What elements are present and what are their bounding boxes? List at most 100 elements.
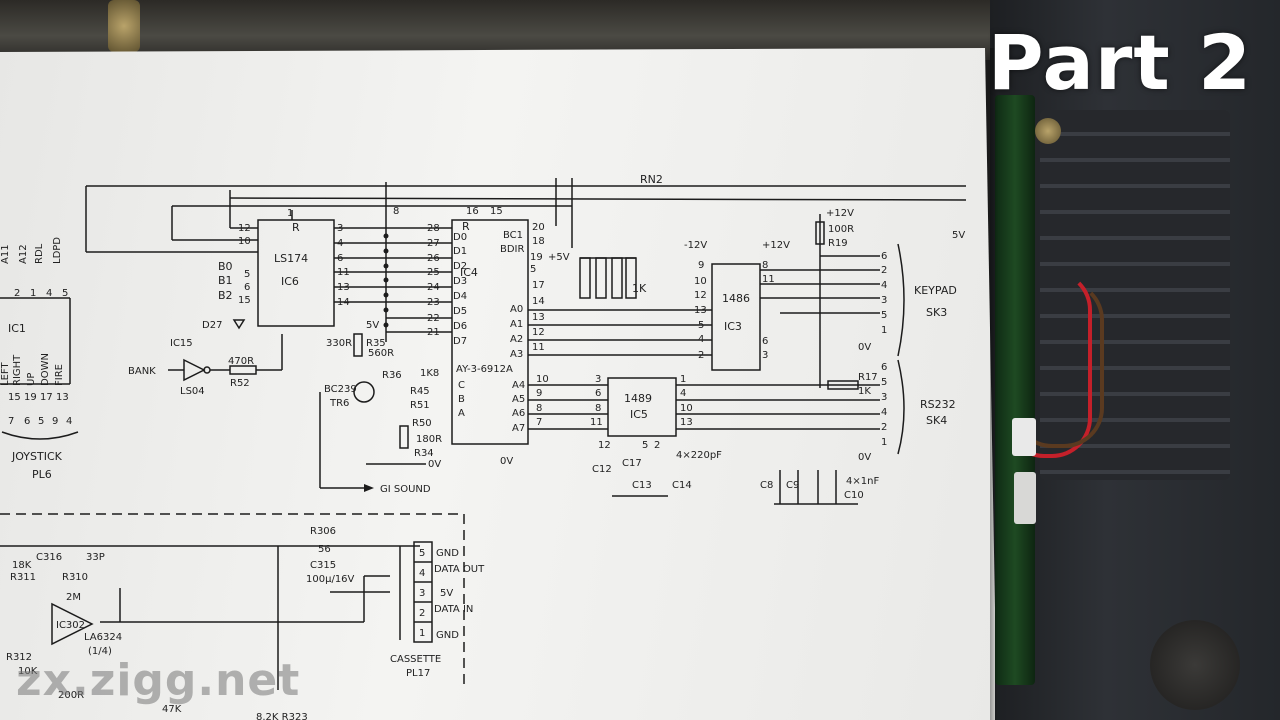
svg-text:C9: C9 (786, 480, 799, 491)
svg-text:5: 5 (244, 269, 250, 280)
svg-text:D2: D2 (453, 261, 467, 272)
svg-text:4: 4 (881, 407, 887, 418)
svg-text:5V: 5V (440, 588, 453, 599)
svg-text:5: 5 (642, 440, 648, 451)
svg-text:11: 11 (590, 417, 603, 428)
ic3-ref: IC3 (724, 320, 742, 333)
svg-text:19: 19 (530, 252, 543, 263)
input-b2: B2 (218, 289, 233, 302)
svg-text:LDPD: LDPD (52, 237, 63, 264)
gi-sound-label: GI SOUND (380, 484, 431, 495)
svg-text:13: 13 (532, 312, 545, 323)
svg-text:FIRE: FIRE (54, 364, 65, 386)
connector-header-2 (1014, 472, 1036, 524)
red-wire (1004, 270, 1092, 458)
svg-text:7: 7 (536, 417, 542, 428)
svg-text:180R: 180R (416, 434, 442, 445)
svg-text:10: 10 (694, 276, 707, 287)
svg-text:3: 3 (881, 392, 887, 403)
ic4-left-pin-labels: D0 D1 D2 D3 D4 D5 D6 D7 C B A (453, 232, 467, 419)
joystick-title: JOYSTICK (11, 450, 63, 463)
svg-text:11: 11 (532, 342, 545, 353)
site-watermark: zx.zigg.net (16, 655, 301, 706)
ic6-pin-r: R (292, 221, 300, 234)
svg-text:4×1nF: 4×1nF (846, 476, 879, 487)
svg-text:25: 25 (427, 267, 440, 278)
svg-text:R306: R306 (310, 526, 336, 537)
svg-text:470R: 470R (228, 356, 254, 367)
joystick-ref: PL6 (32, 468, 52, 481)
svg-text:2M: 2M (66, 592, 81, 603)
svg-text:560R: 560R (368, 348, 394, 359)
svg-text:27: 27 (427, 238, 440, 249)
svg-text:5: 5 (698, 320, 704, 331)
keypad-lines (760, 214, 880, 388)
svg-text:1: 1 (30, 288, 36, 299)
svg-text:14: 14 (337, 297, 350, 308)
svg-text:C17: C17 (622, 458, 642, 469)
svg-text:BANK: BANK (128, 366, 156, 377)
svg-text:28: 28 (427, 223, 440, 234)
svg-text:9: 9 (698, 260, 704, 271)
svg-text:R312: R312 (6, 652, 32, 663)
m12v-label: -12V (684, 240, 707, 251)
ic3-body (711, 263, 761, 371)
svg-text:6: 6 (244, 282, 250, 293)
svg-text:16: 16 (466, 206, 479, 217)
svg-text:23: 23 (427, 297, 440, 308)
svg-text:100R: 100R (828, 224, 854, 235)
svg-text:200R: 200R (58, 690, 84, 701)
svg-text:C10: C10 (844, 490, 864, 501)
svg-text:A6: A6 (512, 408, 525, 419)
svg-text:1K: 1K (858, 386, 871, 397)
svg-text:D6: D6 (453, 321, 467, 332)
keypad-title: KEYPAD (914, 284, 957, 297)
svg-text:10: 10 (238, 236, 251, 247)
ic6-name: LS174 (274, 252, 308, 265)
svg-text:5: 5 (881, 377, 887, 388)
svg-text:15: 15 (8, 392, 21, 403)
svg-text:4: 4 (698, 334, 704, 345)
svg-text:2: 2 (419, 608, 425, 619)
svg-text:IC15: IC15 (170, 338, 193, 349)
svg-text:15: 15 (238, 295, 251, 306)
svg-text:17: 17 (532, 280, 545, 291)
ic4-part: AY-3-6912A (456, 364, 513, 375)
svg-text:A5: A5 (512, 394, 525, 405)
svg-text:D0: D0 (453, 232, 467, 243)
svg-text:4: 4 (419, 568, 425, 579)
svg-text:4×220pF: 4×220pF (676, 450, 722, 461)
green-pcb-strip (995, 95, 1035, 685)
svg-text:R19: R19 (828, 238, 848, 249)
svg-text:DATA OUT: DATA OUT (434, 564, 485, 575)
svg-text:24: 24 (427, 282, 440, 293)
schematic-paper (0, 48, 995, 720)
svg-text:33P: 33P (86, 552, 105, 563)
cassette-title: CASSETTE (390, 654, 441, 665)
svg-text:A4: A4 (512, 380, 525, 391)
svg-text:GND: GND (436, 630, 459, 641)
svg-text:C: C (458, 380, 465, 391)
svg-text:13: 13 (56, 392, 69, 403)
svg-text:RDL: RDL (34, 243, 45, 264)
svg-text:D3: D3 (453, 276, 467, 287)
svg-text:5V: 5V (366, 320, 379, 331)
svg-text:1: 1 (680, 374, 686, 385)
svg-text:8: 8 (595, 403, 601, 414)
svg-text:LEFT: LEFT (0, 362, 11, 386)
svg-text:11: 11 (762, 274, 775, 285)
svg-text:7: 7 (8, 416, 14, 427)
brown-wire (1012, 280, 1104, 448)
input-b0: B0 (218, 260, 233, 273)
ic5-body (607, 377, 677, 437)
svg-text:10: 10 (536, 374, 549, 385)
joystick-section: A11 A12 RDL LDPD 2 1 4 5 IC1 LEFT RIGHT … (0, 237, 79, 481)
svg-text:8: 8 (762, 260, 768, 271)
svg-text:1: 1 (881, 325, 887, 336)
ic6-body (257, 219, 335, 327)
svg-text:8.2K R323: 8.2K R323 (256, 712, 308, 720)
svg-text:R45: R45 (410, 386, 430, 397)
svg-text:19: 19 (24, 392, 37, 403)
connector-header (1012, 418, 1036, 456)
svg-text:5: 5 (881, 310, 887, 321)
